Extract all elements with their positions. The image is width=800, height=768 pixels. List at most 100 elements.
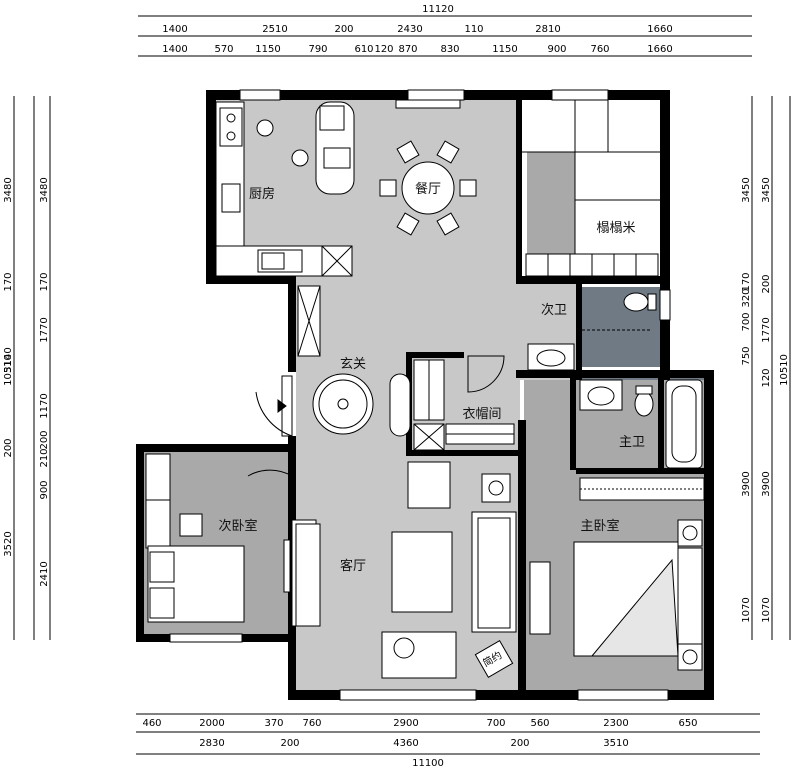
svg-text:2810: 2810: [535, 24, 560, 35]
svg-text:210: 210: [39, 448, 50, 467]
svg-text:1170: 1170: [39, 393, 50, 418]
room-label-living: 客厅: [340, 558, 366, 574]
svg-text:1400: 1400: [162, 44, 187, 55]
svg-text:1660: 1660: [647, 44, 672, 55]
wall-tatami-bottom: [516, 276, 670, 284]
svg-text:2300: 2300: [603, 718, 628, 729]
window-master: [577, 689, 669, 701]
wall-master-bath-left: [570, 378, 576, 470]
room-label-second-bedroom: 次卧室: [218, 518, 257, 534]
window-living: [339, 689, 477, 701]
svg-text:3520: 3520: [3, 531, 14, 556]
stool-icon: [291, 149, 309, 167]
svg-text:570: 570: [214, 44, 233, 55]
svg-text:700: 700: [486, 718, 505, 729]
person-icon: [393, 637, 415, 659]
guest-bath-fixtures: [527, 292, 657, 371]
cloakroom-fixtures: [413, 355, 515, 451]
svg-text:200: 200: [280, 738, 299, 749]
svg-text:2900: 2900: [393, 718, 418, 729]
wall-kitchen-tatami: [516, 98, 522, 282]
svg-text:700: 700: [741, 312, 752, 331]
svg-text:4360: 4360: [393, 738, 418, 749]
svg-text:790: 790: [308, 44, 327, 55]
svg-text:3480: 3480: [3, 177, 14, 202]
wardrobe: [145, 453, 171, 549]
svg-text:2410: 2410: [39, 561, 50, 586]
wall-right-upper: [660, 90, 670, 380]
svg-text:900: 900: [39, 480, 50, 499]
living-fixtures: [295, 461, 517, 679]
chair-icon: [436, 212, 460, 236]
kitchen-fixtures: [215, 101, 355, 277]
chair-icon: [459, 179, 477, 197]
burner-icon: [226, 113, 236, 123]
chair-icon: [436, 140, 460, 164]
chair-icon: [396, 140, 420, 164]
svg-text:3900: 3900: [761, 471, 772, 496]
chair-icon: [396, 212, 420, 236]
bottom-total-dimension: 11100: [412, 758, 444, 768]
top-total-dimension: 11120: [422, 4, 454, 15]
svg-text:870: 870: [398, 44, 417, 55]
svg-text:460: 460: [142, 718, 161, 729]
wall-cloak-bottom: [406, 450, 524, 456]
room-label-dining: 餐厅: [415, 181, 441, 197]
svg-text:200: 200: [3, 438, 14, 457]
svg-text:1070: 1070: [761, 597, 772, 622]
wall-master-bath-top: [660, 370, 714, 378]
room-label-tatami: 榻榻米: [596, 221, 635, 236]
svg-text:2510: 2510: [262, 24, 287, 35]
wall-second-top: [136, 444, 296, 452]
svg-text:1070: 1070: [741, 597, 752, 622]
room-label-cloakroom: 衣帽间: [462, 406, 501, 422]
wall-cloak-top: [406, 352, 464, 358]
wall-second-left: [136, 444, 144, 642]
svg-text:1150: 1150: [492, 44, 517, 55]
floor-medallion: [312, 373, 374, 435]
svg-text:1770: 1770: [39, 317, 50, 342]
wall-right-lower: [704, 370, 714, 700]
svg-text:1150: 1150: [255, 44, 280, 55]
svg-text:2830: 2830: [199, 738, 224, 749]
coffee-table: [391, 531, 453, 613]
wall-living-master: [518, 420, 526, 700]
svg-text:2430: 2430: [397, 24, 422, 35]
svg-text:750: 750: [741, 346, 752, 365]
entry-arrow-icon: [277, 399, 287, 413]
stool-grid: [323, 147, 351, 169]
chair-icon: [379, 179, 397, 197]
foyer-fixtures: [255, 285, 411, 437]
window-kitchen: [239, 89, 281, 101]
svg-text:560: 560: [530, 718, 549, 729]
svg-text:1660: 1660: [647, 24, 672, 35]
armchair: [407, 461, 451, 509]
svg-text:200: 200: [39, 430, 50, 449]
sideboard: [395, 99, 461, 109]
windows: [169, 89, 671, 701]
tv-console: [295, 523, 321, 627]
foyer-bench: [389, 373, 411, 437]
svg-text:200: 200: [334, 24, 353, 35]
wall-foyer-left: [288, 276, 296, 372]
wall-kitchen-bottom: [206, 276, 296, 284]
window-tatami: [551, 89, 609, 101]
svg-text:3140: 3140: [3, 347, 14, 372]
stool-grid: [221, 183, 241, 213]
bench: [529, 561, 551, 635]
dimension-lines: [13, 15, 791, 755]
svg-text:3450: 3450: [741, 177, 752, 202]
window-dining: [407, 89, 465, 101]
wall-top-left: [206, 90, 526, 100]
master-bedroom-fixtures: [529, 477, 705, 671]
left-total-dimension: 10510: [3, 354, 14, 386]
room-label-foyer: 玄关: [340, 357, 366, 372]
room-label-guest-bath: 次卫: [541, 302, 567, 318]
island-sink: [319, 105, 345, 131]
wall-bottom: [288, 690, 714, 700]
stove: [219, 107, 243, 147]
svg-text:170: 170: [741, 272, 752, 291]
wall-master-bath-bottom: [576, 468, 706, 474]
tatami-grey-area: [527, 152, 575, 254]
